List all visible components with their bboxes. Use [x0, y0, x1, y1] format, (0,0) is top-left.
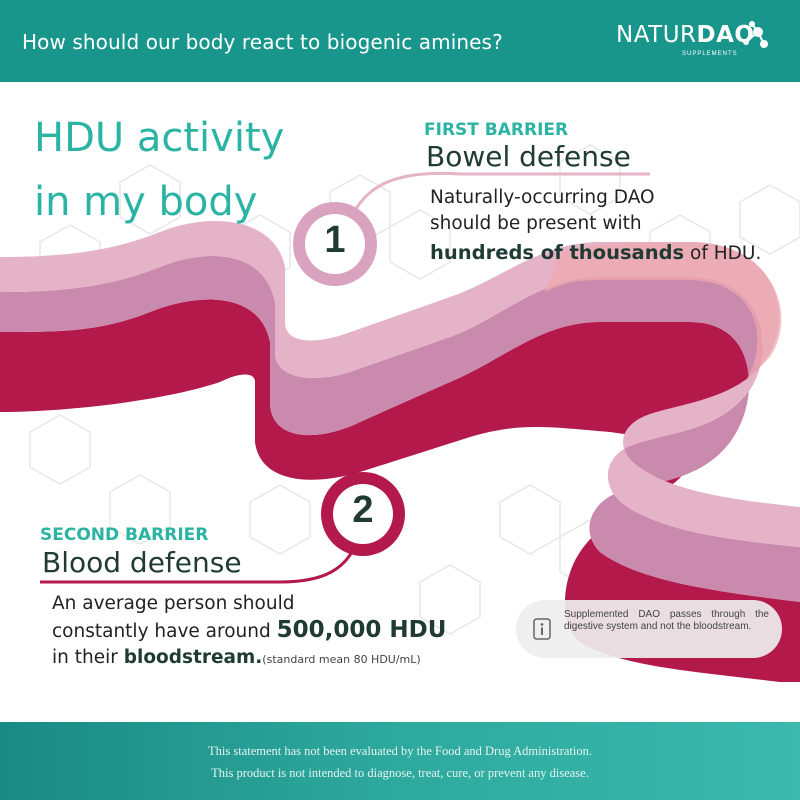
supplement-note: Supplemented DAO passes through the dige… [516, 600, 782, 658]
brand-logo: NATURDAO SUPPLEMENTS [616, 20, 768, 64]
molecule-icon [743, 21, 768, 48]
logo-wordmark: NATURDAO [616, 22, 754, 48]
second-barrier-line-1: An average person should [52, 593, 295, 614]
note-text: Supplemented DAO passes through the dige… [564, 609, 769, 632]
first-barrier-description: Naturally-occurring DAO should be presen… [430, 185, 761, 267]
second-barrier-footnote: (standard mean 80 HDU/mL) [262, 653, 421, 666]
disclaimer-line-2: This product is not intended to diagnose… [211, 766, 589, 780]
first-barrier-line-1: Naturally-occurring DAO [430, 187, 655, 208]
path-base-layer [0, 299, 800, 682]
first-barrier-line-2: should be present with [430, 213, 642, 234]
second-barrier-hdu: 500,000 HDU [276, 617, 447, 643]
path-mid-layer [0, 256, 800, 602]
second-barrier-line-3: in their bloodstream.(standard mean 80 H… [52, 645, 446, 673]
badge-1-number: 1 [324, 219, 346, 261]
first-barrier-line-3: hundreds of thousands of HDU. [430, 240, 761, 267]
title-line-1: HDU activity [34, 115, 285, 161]
page-title: HDU activity in my body [34, 106, 284, 234]
second-barrier-title: Blood defense [42, 546, 242, 579]
header-title: How should our body react to biogenic am… [22, 30, 503, 54]
badge-2-number: 2 [352, 489, 374, 531]
logo-primary: NATUR [616, 22, 697, 48]
second-barrier-bloodstream: bloodstream. [123, 647, 263, 668]
path-highlight [545, 242, 782, 382]
footer-disclaimer: This statement has not been evaluated by… [0, 722, 800, 800]
second-barrier-line-2-pre: constantly have around [52, 621, 277, 642]
first-barrier-title: Bowel defense [426, 140, 631, 173]
info-icon [533, 618, 551, 640]
second-barrier-kicker: SECOND BARRIER [40, 525, 209, 545]
first-barrier-kicker: FIRST BARRIER [424, 120, 569, 140]
header-bar: How should our body react to biogenic am… [0, 0, 800, 82]
second-barrier-description: An average person should constantly have… [52, 591, 446, 673]
first-barrier-emphasis: hundreds of thousands [430, 241, 685, 264]
intestine-path-illustration [0, 144, 800, 682]
badge-1 [293, 202, 377, 286]
badge-2 [321, 472, 405, 556]
first-barrier-line-3-rest: of HDU. [684, 243, 762, 264]
title-line-2: in my body [34, 179, 258, 225]
second-barrier-line-2: constantly have around 500,000 HDU [52, 617, 446, 645]
logo-subtitle: SUPPLEMENTS [682, 51, 738, 57]
second-barrier-line-3-pre: in their [52, 647, 124, 668]
disclaimer-line-1: This statement has not been evaluated by… [208, 744, 592, 758]
